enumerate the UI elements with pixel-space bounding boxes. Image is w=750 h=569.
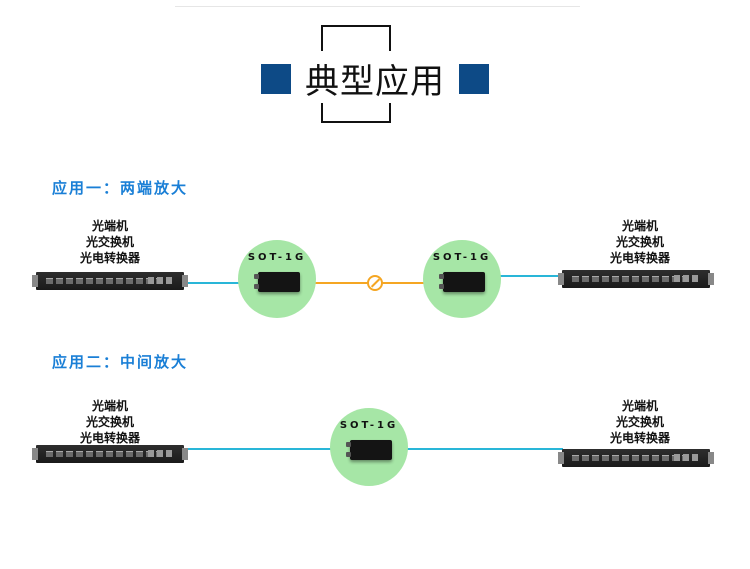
square-bullet-icon (261, 63, 291, 94)
app1-amplifier-2: SOT-1G (423, 240, 501, 318)
label-line: 光电转换器 (609, 431, 670, 445)
label-line: 光交换机 (615, 415, 664, 429)
app1-right-label: 光端机 光交换机 光电转换器 (600, 218, 680, 266)
app2-title: 应用二：中间放大 (52, 353, 189, 371)
app1-right-rack-device (558, 270, 714, 288)
app1-amplifier-1: SOT-1G (238, 240, 316, 318)
label-line: 光交换机 (615, 235, 664, 249)
label-line: 光交换机 (85, 235, 134, 249)
page-title: 典型应用 (0, 54, 750, 103)
amplifier-device-icon (439, 272, 485, 292)
label-line: 光电转换器 (609, 251, 670, 265)
label-line: 光电转换器 (79, 431, 140, 445)
app1-title: 应用一：两端放大 (52, 179, 189, 197)
label-line: 光端机 (91, 399, 128, 413)
amplifier-model: SOT-1G (339, 420, 399, 431)
top-divider (175, 6, 580, 7)
app2-left-rack-device (32, 445, 188, 463)
app2-right-label: 光端机 光交换机 光电转换器 (600, 398, 680, 446)
amplifier-device-icon (254, 272, 300, 292)
fiber-break-icon (367, 275, 383, 291)
label-line: 光端机 (91, 219, 128, 233)
amplifier-model: SOT-1G (247, 252, 307, 263)
square-bullet-icon (459, 63, 489, 94)
fiber-link (183, 282, 263, 284)
app2-left-label: 光端机 光交换机 光电转换器 (70, 398, 150, 446)
amplifier-device-icon (346, 440, 392, 460)
label-line: 光电转换器 (79, 251, 140, 265)
title-bracket-decoration (321, 25, 391, 123)
app1-left-rack-device (32, 272, 188, 290)
label-line: 光交换机 (85, 415, 134, 429)
label-line: 光端机 (621, 219, 658, 233)
app2-amplifier: SOT-1G (330, 408, 408, 486)
label-line: 光端机 (621, 399, 658, 413)
page-title-text: 典型应用 (303, 54, 447, 103)
app2-right-rack-device (558, 449, 714, 467)
app1-left-label: 光端机 光交换机 光电转换器 (70, 218, 150, 266)
fiber-link (500, 275, 562, 277)
amplifier-model: SOT-1G (432, 252, 492, 263)
